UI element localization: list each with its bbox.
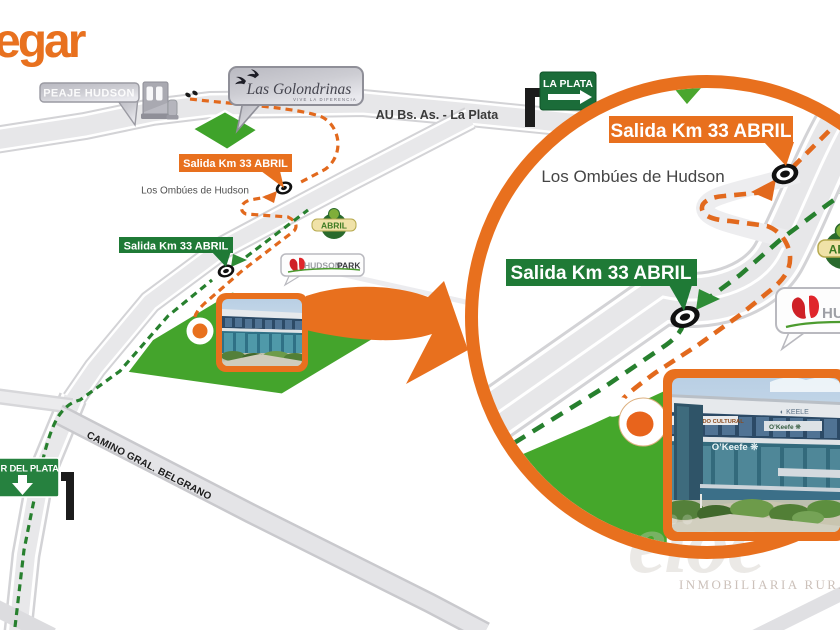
svg-text:PARK: PARK [337,261,361,271]
svg-text:R DEL PLATA: R DEL PLATA [1,463,60,474]
svg-text:O’Keefe ❊: O’Keefe ❊ [712,442,760,453]
svg-text:ABRIL: ABRIL [829,243,840,257]
svg-text:PEAJE HUDSON: PEAJE HUDSON [43,88,135,100]
svg-text:Salida Km 33 ABRIL: Salida Km 33 ABRIL [183,158,288,170]
svg-text:eïоe: eïоe [628,495,764,591]
svg-text:VIVE LA DIFERENCIA: VIVE LA DIFERENCIA [293,97,357,102]
svg-text:Salida Km 33 ABRIL: Salida Km 33 ABRIL [611,121,792,142]
svg-text:egar: egar [0,15,86,68]
svg-text:◐ KEELE: ◐ KEELE [780,409,809,416]
svg-text:Salida Km 33 ABRIL: Salida Km 33 ABRIL [511,263,692,284]
svg-text:INMOBILIARIA RURAL: INMOBILIARIA RURAL [679,577,840,592]
svg-text:AU Bs. As. - La Plata: AU Bs. As. - La Plata [376,108,500,122]
svg-text:CAMINO GRAL. BELGRANO: CAMINO GRAL. BELGRANO [85,430,214,503]
svg-text:Los Ombúes de Hudson: Los Ombúes de Hudson [141,186,249,197]
svg-text:△ MERCADO CULTURAL: △ MERCADO CULTURAL [674,418,744,425]
svg-text:HUDSON: HUDSON [304,261,341,271]
svg-text:Los Ombúes de Hudson: Los Ombúes de Hudson [541,167,724,186]
svg-text:HUD: HUD [822,305,840,322]
svg-text:LA PLATA: LA PLATA [543,78,593,90]
svg-text:Salida Km 33 ABRIL: Salida Km 33 ABRIL [124,241,229,253]
svg-text:Las Golondrinas: Las Golondrinas [246,81,352,98]
svg-text:ABRIL: ABRIL [321,221,347,231]
svg-text:O’Keefe ❊: O’Keefe ❊ [769,423,801,431]
